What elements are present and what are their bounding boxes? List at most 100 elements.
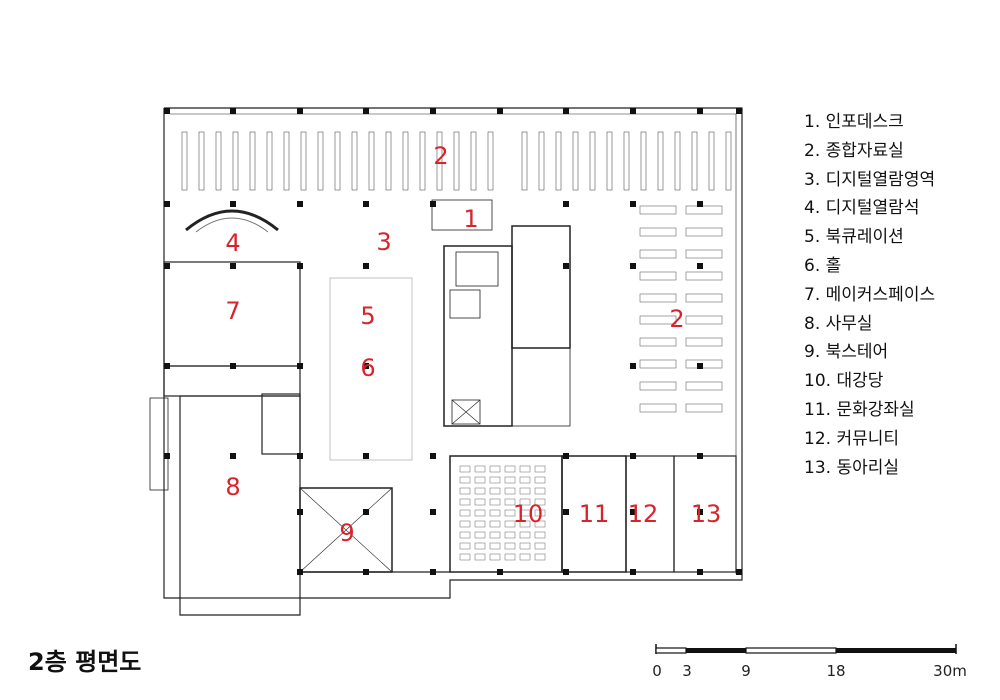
seat xyxy=(459,487,471,495)
seat xyxy=(489,509,501,517)
bookshelf xyxy=(691,131,698,191)
seat xyxy=(474,476,486,484)
reading-table xyxy=(639,315,677,325)
legend-item: 11. 문화강좌실 xyxy=(804,399,915,420)
seat xyxy=(519,465,531,473)
scale-tick-label: 3 xyxy=(682,662,692,680)
reading-table xyxy=(685,227,723,237)
seat xyxy=(519,487,531,495)
column xyxy=(563,201,569,207)
column xyxy=(363,569,369,575)
scale-tick-label: 18 xyxy=(826,662,846,680)
bookshelf xyxy=(215,131,222,191)
column xyxy=(164,263,170,269)
bookshelf xyxy=(708,131,715,191)
scale-tick-label: 0 xyxy=(652,662,662,680)
seat xyxy=(504,509,516,517)
bookshelf xyxy=(606,131,613,191)
column xyxy=(563,263,569,269)
room-number-12: 12 xyxy=(627,500,659,528)
bookshelves-north xyxy=(181,131,732,191)
seat xyxy=(459,520,471,528)
reading-table xyxy=(685,293,723,303)
seat xyxy=(489,487,501,495)
column xyxy=(430,201,436,207)
bookshelf xyxy=(521,131,528,191)
legend-item: 3. 디지털열람영역 xyxy=(804,169,936,190)
column xyxy=(697,569,703,575)
reading-table xyxy=(639,403,677,413)
bookshelf xyxy=(725,131,732,191)
bookshelf xyxy=(487,131,494,191)
column xyxy=(363,509,369,515)
seat xyxy=(474,542,486,550)
room-number-4: 4 xyxy=(225,229,241,257)
seat xyxy=(489,498,501,506)
reading-table xyxy=(685,403,723,413)
seat xyxy=(534,520,546,528)
column xyxy=(430,569,436,575)
reading-table xyxy=(639,249,677,259)
column xyxy=(630,108,636,114)
bookshelf xyxy=(249,131,256,191)
seat xyxy=(534,487,546,495)
column xyxy=(164,363,170,369)
legend-item: 10. 대강당 xyxy=(804,371,884,392)
reading-table xyxy=(639,227,677,237)
seat xyxy=(459,542,471,550)
column xyxy=(230,363,236,369)
seat xyxy=(489,465,501,473)
seat xyxy=(459,476,471,484)
room-number-13: 13 xyxy=(690,500,722,528)
seat xyxy=(459,531,471,539)
structural-columns xyxy=(164,108,742,575)
seat xyxy=(534,542,546,550)
room-number-2: 2 xyxy=(433,142,449,170)
reading-table xyxy=(685,337,723,347)
column xyxy=(563,453,569,459)
bookshelf xyxy=(657,131,664,191)
legend-item: 12. 커뮤니티 xyxy=(804,428,899,449)
column xyxy=(297,569,303,575)
room-number-1: 1 xyxy=(463,205,479,233)
seat xyxy=(474,553,486,561)
column xyxy=(697,108,703,114)
bookshelf xyxy=(623,131,630,191)
scale-tick-label: 9 xyxy=(741,662,751,680)
column xyxy=(630,263,636,269)
seat xyxy=(519,520,531,528)
seat xyxy=(504,553,516,561)
bookshelf xyxy=(232,131,239,191)
column xyxy=(430,108,436,114)
legend-item: 1. 인포데스크 xyxy=(804,112,904,132)
seat xyxy=(534,531,546,539)
seat xyxy=(504,498,516,506)
column xyxy=(230,263,236,269)
bookshelf xyxy=(470,131,477,191)
column xyxy=(697,453,703,459)
seat xyxy=(459,509,471,517)
column xyxy=(563,509,569,515)
legend-item: 2. 종합자료실 xyxy=(804,140,904,161)
column xyxy=(363,201,369,207)
bookshelf xyxy=(385,131,392,191)
bookshelf xyxy=(181,131,188,191)
legend-item: 7. 메이커스페이스 xyxy=(804,284,936,305)
column xyxy=(230,453,236,459)
auditorium-seats xyxy=(459,465,546,561)
seat xyxy=(459,465,471,473)
bookshelf xyxy=(368,131,375,191)
room-number-8: 8 xyxy=(225,473,241,501)
bookshelf xyxy=(334,131,341,191)
seat xyxy=(504,465,516,473)
seat xyxy=(504,520,516,528)
legend-item: 5. 북큐레이션 xyxy=(804,227,904,248)
reading-table xyxy=(685,381,723,391)
column xyxy=(363,263,369,269)
room-number-9: 9 xyxy=(339,519,355,547)
bookshelf xyxy=(266,131,273,191)
bookshelf xyxy=(453,131,460,191)
column xyxy=(736,569,742,575)
column xyxy=(164,201,170,207)
column xyxy=(297,453,303,459)
